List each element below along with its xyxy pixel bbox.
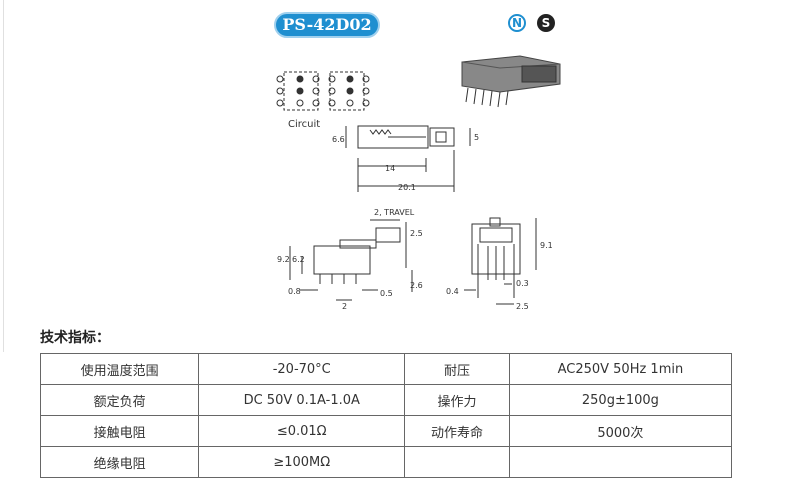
spec-value: 250g±100g xyxy=(508,384,733,416)
left-border xyxy=(3,0,4,352)
dim-14: 14 xyxy=(385,164,395,173)
circuit-diagram xyxy=(276,71,370,111)
spec-value: ≤0.01Ω xyxy=(198,415,406,447)
spec-key xyxy=(404,446,510,478)
dim-2-5: 2.5 xyxy=(516,302,529,311)
spec-value: AC250V 50Hz 1min xyxy=(508,353,733,385)
table-row: 接触电阻 ≤0.01Ω 动作寿命 5000次 xyxy=(39,415,733,447)
dim-0-4: 0.4 xyxy=(446,287,459,296)
spec-key: 绝缘电阻 xyxy=(39,446,200,478)
model-badge: PS-42D02 xyxy=(274,12,380,38)
technical-drawing: Circuit 6.6 14 20.1 5 2, TRAVEL 2.5 9.2 … xyxy=(276,55,561,311)
spec-key: 耐压 xyxy=(404,353,510,385)
specs-title: 技术指标： xyxy=(40,330,110,346)
spec-key: 接触电阻 xyxy=(39,415,200,447)
spec-value: -20-70°C xyxy=(198,353,406,385)
dim-0-5: 0.5 xyxy=(380,289,393,298)
circuit-label: Circuit xyxy=(288,119,320,130)
dim-0-3: 0.3 xyxy=(516,279,529,288)
dim-9-2: 9.2 xyxy=(277,255,290,264)
front-view xyxy=(464,217,537,305)
table-row: 额定负荷 DC 50V 0.1A-1.0A 操作力 250g±100g xyxy=(39,384,733,416)
dim-0-8: 0.8 xyxy=(288,287,301,296)
cert-s-icon: S xyxy=(537,14,555,32)
dim-2-6: 2.6 xyxy=(410,281,423,290)
dim-20-1: 20.1 xyxy=(398,183,416,192)
spec-value: DC 50V 0.1A-1.0A xyxy=(198,384,406,416)
product-view xyxy=(461,55,561,108)
dim-6-6: 6.6 xyxy=(332,135,345,144)
spec-key: 额定负荷 xyxy=(39,384,200,416)
dim-5: 5 xyxy=(474,133,479,142)
spec-key: 动作寿命 xyxy=(404,415,510,447)
cert-n-icon: N xyxy=(508,14,526,32)
dim-9-1: 9.1 xyxy=(540,241,553,250)
table-row: 绝缘电阻 ≥100MΩ xyxy=(39,446,733,478)
side-view xyxy=(289,219,413,301)
spec-value xyxy=(508,446,733,478)
spec-key: 使用温度范围 xyxy=(39,353,200,385)
dim-2-5-top: 2.5 xyxy=(410,229,423,238)
dim-2: 2 xyxy=(342,302,347,311)
spec-key: 操作力 xyxy=(404,384,510,416)
specs-table: 使用温度范围 -20-70°C 耐压 AC250V 50Hz 1min 额定负荷… xyxy=(39,353,733,478)
dim-6-2: 6.2 xyxy=(292,255,305,264)
spec-value: 5000次 xyxy=(508,415,733,447)
dim-travel: 2, TRAVEL xyxy=(374,208,415,217)
spec-value: ≥100MΩ xyxy=(198,446,406,478)
top-view xyxy=(345,125,471,192)
table-row: 使用温度范围 -20-70°C 耐压 AC250V 50Hz 1min xyxy=(39,353,733,385)
